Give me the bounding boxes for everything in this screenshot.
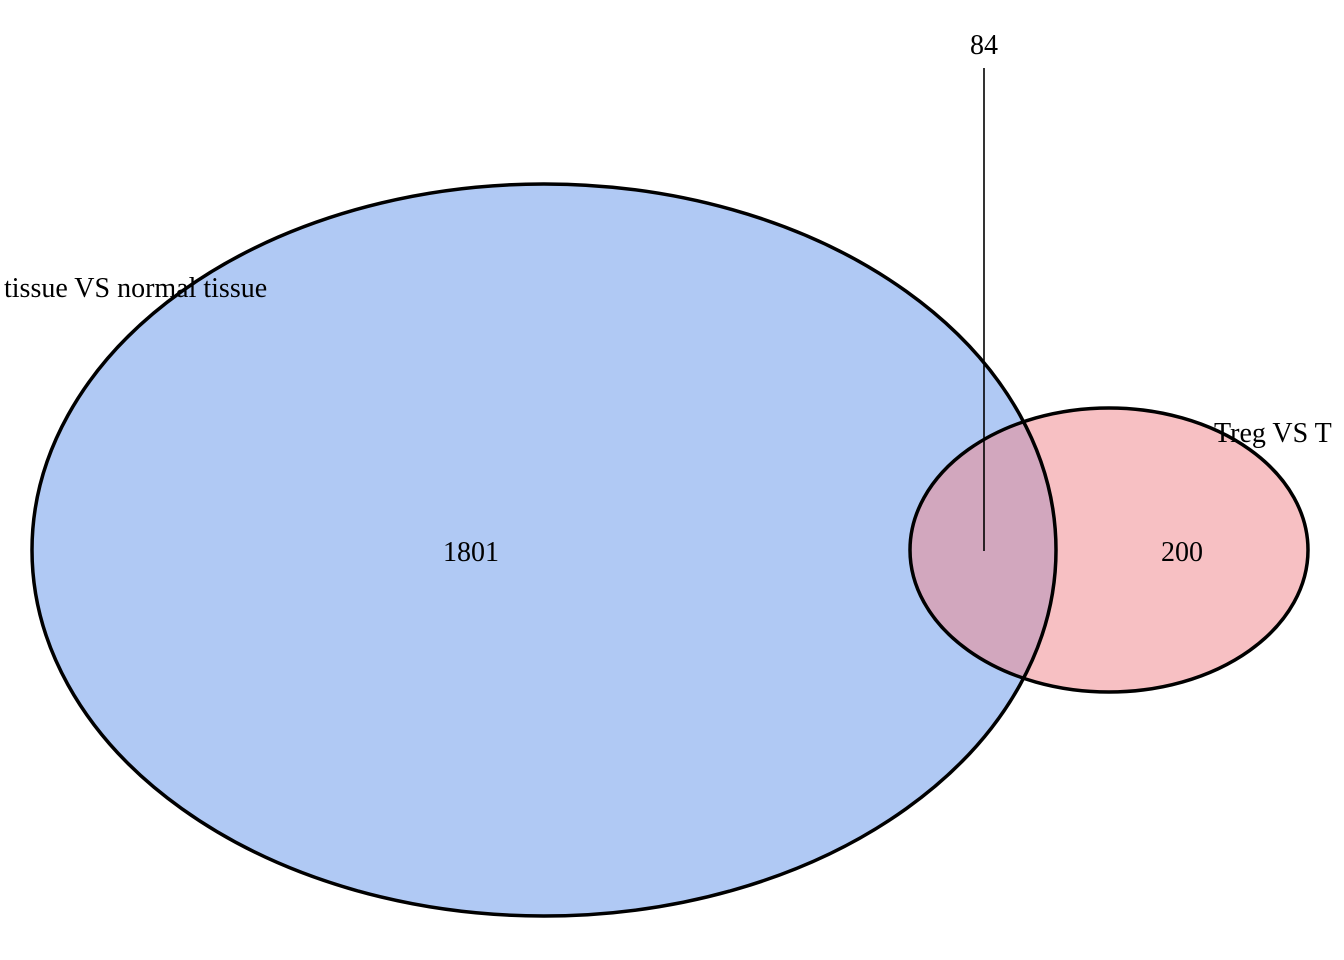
set-a-ellipse [32, 184, 1056, 916]
set-a-only-count: 1801 [443, 537, 499, 568]
intersection-region [910, 408, 1056, 692]
set-b-outline [908, 406, 1310, 694]
set-a-outline [30, 182, 1058, 918]
set-a-label: tissue VS normal tissue [4, 273, 267, 304]
intersection-count: 84 [970, 30, 998, 61]
set-b-label: Treg VS T [1214, 418, 1332, 449]
set-b-only-count: 200 [1161, 537, 1203, 568]
